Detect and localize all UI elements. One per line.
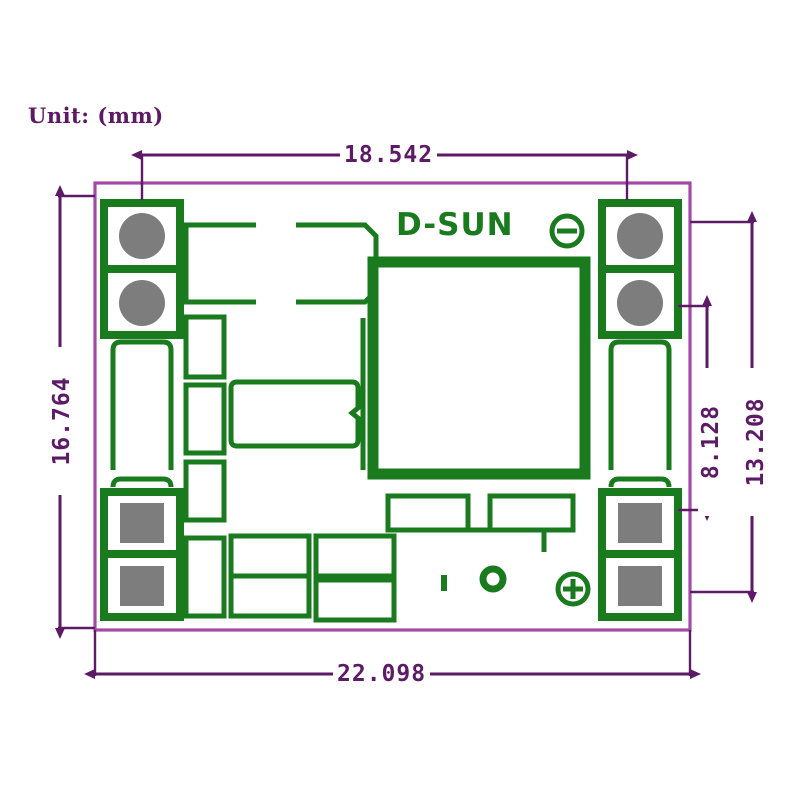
pad-hole-round [617, 213, 663, 259]
pad-top-left [100, 199, 184, 339]
negative-polarity-icon [549, 213, 585, 249]
pad-bottom-left [100, 488, 184, 621]
dimension-label-right-inner-height: 8.128 [698, 368, 724, 516]
dimension-label-right-outer-height: 13.208 [743, 368, 769, 516]
dimension-label-bottom-width: 22.098 [333, 661, 431, 687]
dimension-label-top-width: 18.542 [340, 142, 438, 168]
board-outline [93, 181, 692, 632]
silkscreen-components [183, 222, 576, 623]
pad-hole-square [120, 566, 164, 606]
pad-hole-round [617, 280, 663, 326]
pad-hole-square [618, 566, 662, 606]
connector-silkscreen [110, 339, 672, 488]
pad-hole-square [120, 503, 164, 543]
pad-hole-round [119, 280, 165, 326]
inductor-outline [367, 256, 591, 480]
positive-polarity-icon [555, 571, 591, 607]
dimension-label-left-height: 16.764 [49, 347, 75, 495]
board-silkscreen-logo: D-SUN [396, 207, 514, 243]
pad-hole-square [618, 503, 662, 543]
unit-label: Unit: (mm) [28, 103, 164, 128]
pad-top-right [598, 199, 682, 339]
pad-hole-round [119, 213, 165, 259]
pad-bottom-right [598, 488, 682, 621]
